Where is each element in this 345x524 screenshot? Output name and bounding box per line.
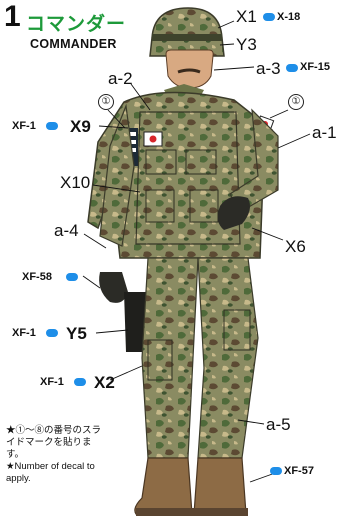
left-arm [99, 103, 135, 247]
label-x2: X2 [94, 373, 115, 392]
label-a5: a-5 [266, 415, 291, 434]
leader-lines [82, 20, 311, 483]
title-japanese: コマンダー [26, 14, 127, 35]
decal-x18: X-18 [277, 11, 301, 23]
right-leg [197, 257, 259, 459]
color-dot-a3 [286, 64, 298, 72]
label-y5: Y5 [66, 324, 87, 343]
decal-xf1-y5: XF-1 [12, 327, 36, 339]
label-y3: Y3 [236, 35, 257, 54]
left-leg [141, 257, 199, 459]
label-x6: X6 [285, 237, 306, 256]
decal-note: ★①～⑧の番号のスライドマークを貼ります。 ★Number of decal t… [6, 425, 102, 485]
left-boot [134, 457, 193, 515]
decal-note-english: ★Number of decal to apply. [6, 461, 95, 484]
helmet [149, 7, 225, 57]
decal-number-circle-left: ① [98, 94, 114, 110]
label-x1: X1 [236, 7, 257, 26]
decal-note-japanese: ★①～⑧の番号のスライドマークを貼ります。 [6, 425, 102, 460]
label-x10: X10 [60, 173, 91, 192]
decal-number-circle-right: ① [288, 94, 304, 110]
label-a4: a-4 [54, 221, 79, 240]
label-a2: a-2 [108, 69, 133, 88]
figure-number: 1 [4, 0, 21, 33]
label-x9: X9 [70, 117, 91, 136]
color-dot-x2 [74, 378, 86, 386]
helmet-band [152, 34, 222, 41]
right-boot [193, 457, 247, 515]
color-dot-y5 [46, 329, 58, 337]
label-a1: a-1 [312, 123, 337, 142]
left-glove [99, 272, 128, 303]
decal-xf1-x9: XF-1 [12, 120, 36, 132]
color-dot-x9 [46, 122, 58, 130]
title-english: COMMANDER [30, 37, 117, 51]
label-a3: a-3 [256, 59, 281, 78]
decal-xf1-x2: XF-1 [40, 376, 64, 388]
color-dot-xf57 [270, 467, 282, 475]
color-dot-x1 [263, 13, 275, 21]
color-dot-xf58 [66, 273, 78, 281]
decal-xf57: XF-57 [284, 465, 314, 477]
right-glove [217, 196, 250, 230]
decal-xf15: XF-15 [300, 61, 330, 73]
decal-xf58: XF-58 [22, 271, 52, 283]
